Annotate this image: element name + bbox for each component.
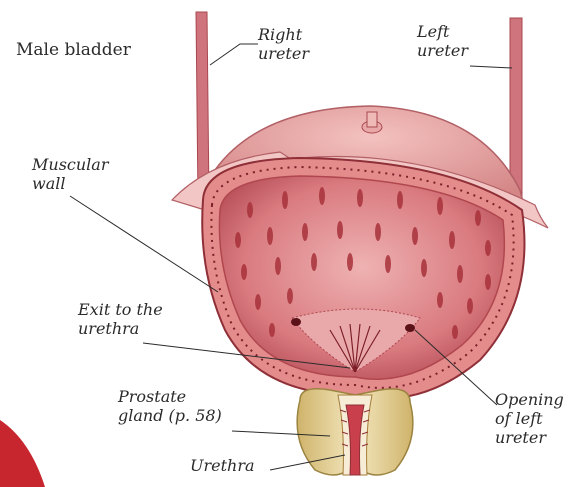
label-opening-left-ureter: Opening of left ureter (495, 390, 564, 447)
right-ureter-tube (196, 12, 209, 200)
diagram-title: Male bladder (16, 40, 131, 60)
label-left-ureter: Left ureter (417, 22, 468, 60)
left-ureter-tube (510, 18, 522, 196)
label-urethra: Urethra (190, 456, 255, 475)
left-ureter-opening (405, 324, 415, 332)
corner-decoration (0, 420, 45, 487)
label-right-ureter: Right ureter (258, 25, 309, 63)
label-prostate: Prostate gland (p. 58) (118, 387, 222, 425)
right-ureter-opening (291, 318, 301, 326)
label-exit-urethra: Exit to the urethra (78, 300, 163, 338)
label-muscular-wall: Muscular wall (32, 155, 108, 193)
